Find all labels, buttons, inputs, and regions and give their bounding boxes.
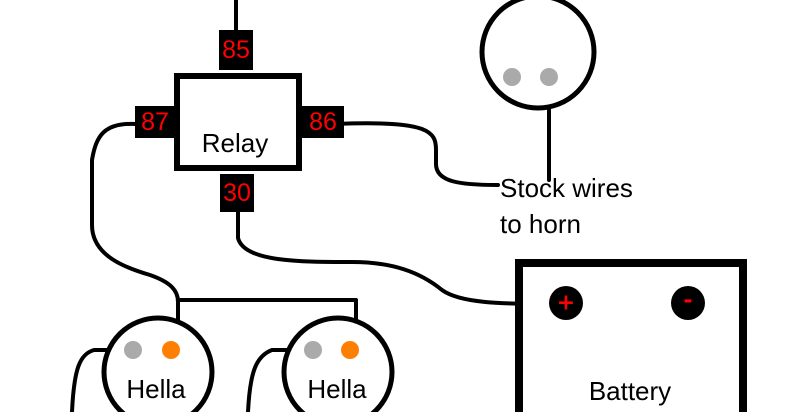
battery-positive-sign: +	[557, 291, 575, 316]
battery-positive-terminal	[549, 286, 583, 320]
hella-light-1: Hella	[101, 315, 215, 412]
battery: + - Battery	[515, 259, 747, 412]
horn-label-line1: Stock wires	[500, 173, 633, 203]
battery-negative-terminal	[671, 286, 705, 320]
hella-light-2-power-pin	[341, 341, 359, 359]
hella-light-1-power-pin	[162, 341, 180, 359]
horn-label-line2: to horn	[500, 209, 581, 239]
relay-pin-top-bg	[219, 30, 253, 70]
relay-pin-bottom: 30	[223, 179, 251, 207]
wire-light-2-ground	[246, 348, 314, 412]
hella-light-1-label: Hella	[126, 374, 186, 404]
hella-light-2-ground-pin	[304, 341, 322, 359]
relay-body	[174, 73, 302, 171]
hella-light-1-ground-pin	[124, 341, 142, 359]
wire-86-to-horn	[334, 121, 500, 187]
horn-pin-left	[503, 68, 521, 86]
relay-label: Relay	[202, 128, 268, 158]
horn-connector: Stock wires to horn	[479, 0, 633, 239]
relay-pin-bottom-bg	[220, 174, 254, 212]
battery-negative-sign: -	[683, 289, 692, 314]
hella-light-2: Hella	[281, 315, 395, 412]
horn-connector-body	[479, 0, 597, 111]
horn-pin-right	[540, 68, 558, 86]
wire-30-to-battery-positive	[236, 203, 554, 306]
wire-light-1-ground	[70, 348, 133, 412]
hella-light-2-label: Hella	[307, 374, 367, 404]
relay: Relay 85 87 86 30	[135, 30, 344, 212]
battery-label: Battery	[589, 376, 671, 406]
relay-pin-top: 85	[222, 36, 250, 64]
relay-pin-left: 87	[141, 108, 169, 136]
wire-87-to-lights	[90, 121, 180, 352]
relay-pin-right: 86	[309, 108, 337, 136]
relay-pin-right-bg	[302, 106, 344, 138]
relay-pin-left-bg	[135, 106, 175, 138]
